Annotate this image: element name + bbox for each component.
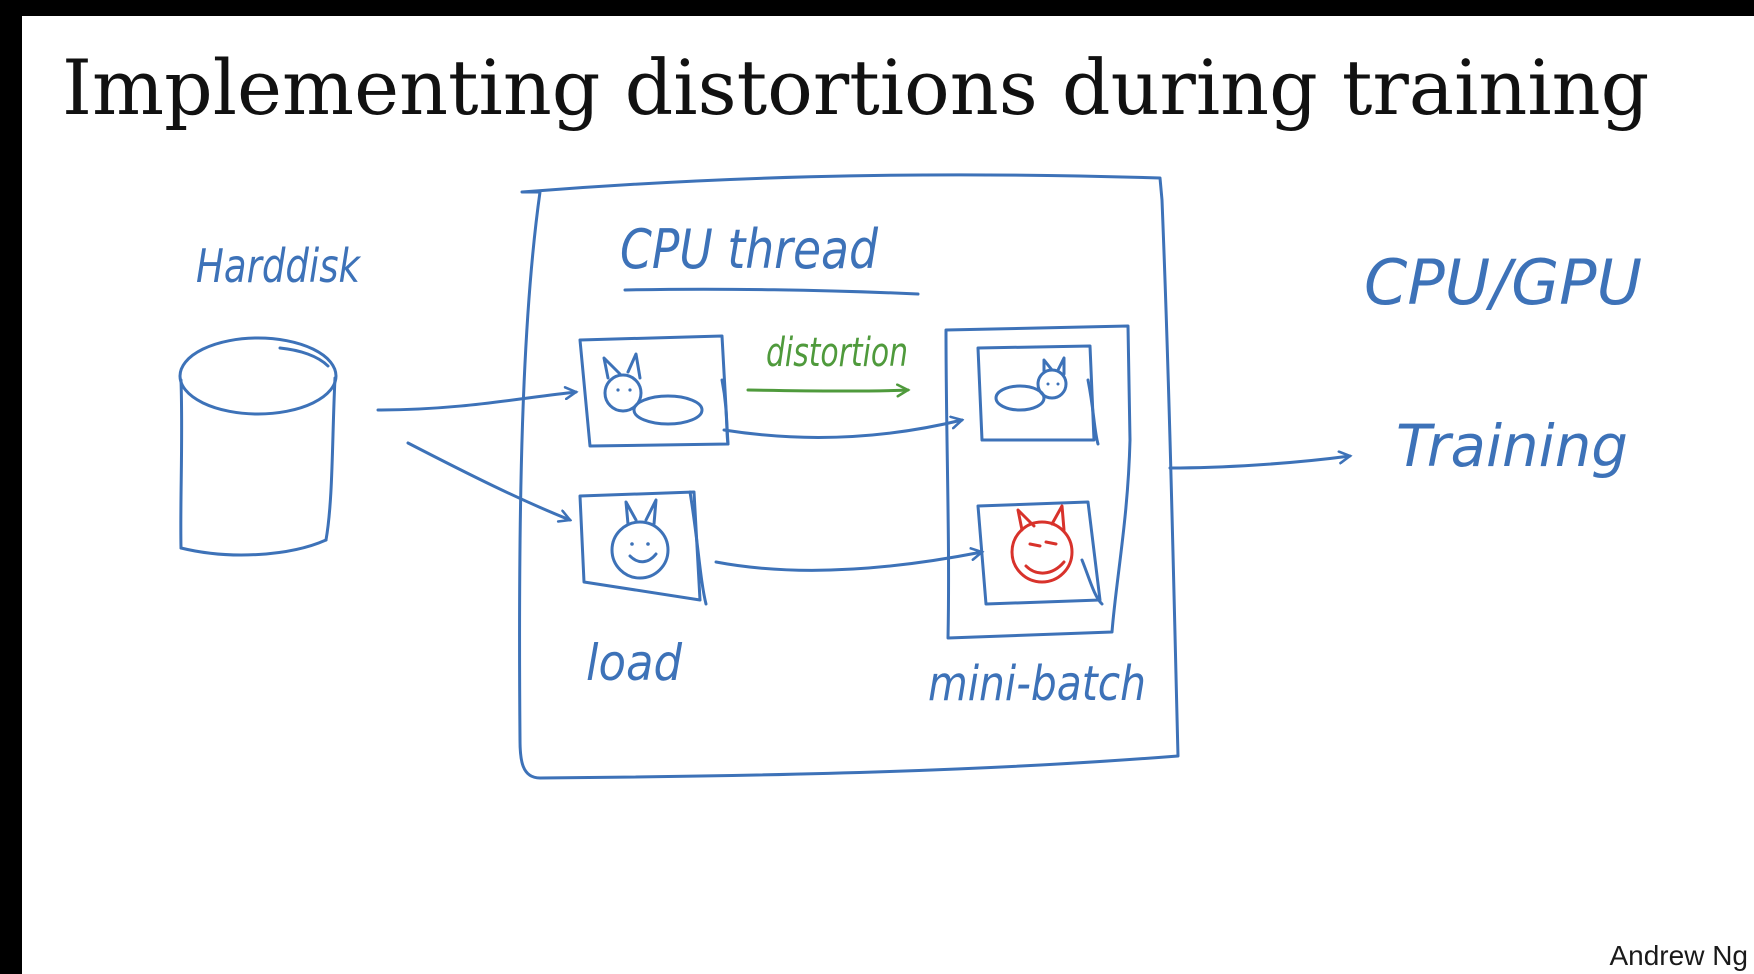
- author-credit: Andrew Ng: [1609, 940, 1748, 971]
- load-label: load: [586, 634, 682, 692]
- harddisk-to-image2-arrow: [406, 441, 570, 520]
- harddisk-label: Harddisk: [196, 239, 362, 293]
- minibatch-image-rabbit: [976, 500, 1104, 606]
- slide-title: Implementing distortions during training: [62, 43, 1650, 132]
- distortion-arrow: [746, 390, 908, 391]
- loaded-image-cat: [578, 334, 730, 448]
- image2-to-minibatch-arrow: [714, 552, 982, 572]
- cpu-thread-box: [518, 173, 1180, 780]
- harddisk-to-image1-arrow: [376, 392, 576, 412]
- loaded-image-rabbit: [578, 490, 708, 606]
- cpu-gpu-label: CPU/GPU: [1364, 246, 1642, 319]
- cpu-thread-underline: [623, 287, 920, 296]
- minibatch-box: [944, 324, 1132, 640]
- minibatch-to-training-arrow: [1168, 456, 1350, 470]
- cpu-thread-label: CPU thread: [620, 218, 879, 281]
- image1-to-minibatch-arrow: [722, 420, 962, 439]
- minibatch-image-cat: [976, 344, 1100, 446]
- minibatch-label: mini-batch: [928, 656, 1146, 712]
- distortion-label: distortion: [766, 330, 908, 376]
- training-label: Training: [1396, 412, 1628, 480]
- harddisk-cylinder-icon: [178, 336, 338, 557]
